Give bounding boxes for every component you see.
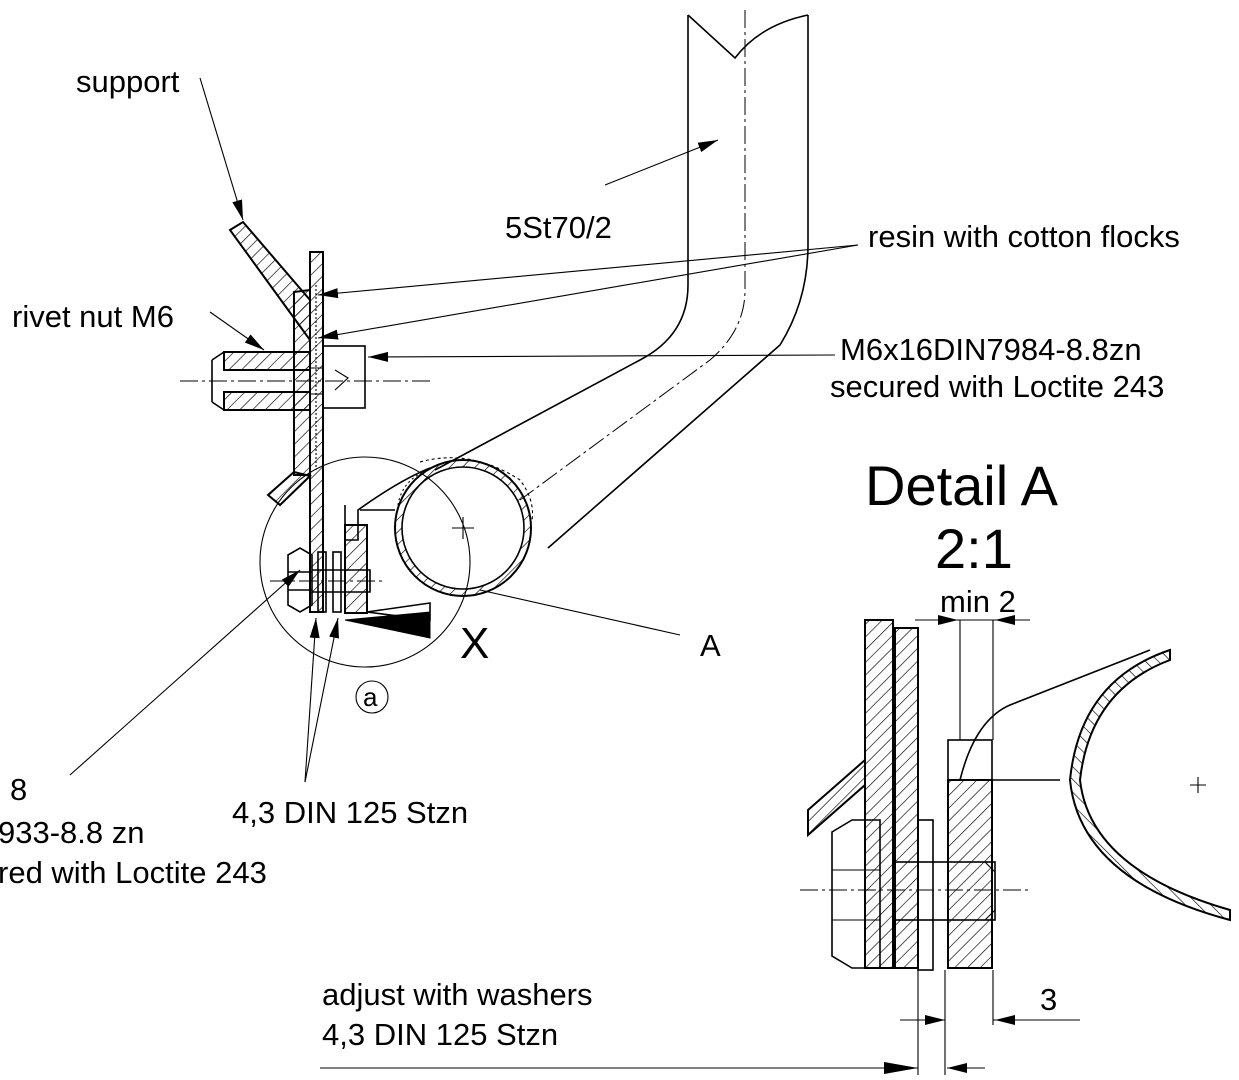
label-screw-line1: M6x16DIN7984-8.8zn <box>840 332 1142 367</box>
circle-marker: a <box>355 680 389 714</box>
label-adjust-line1: adjust with washers <box>322 977 593 1012</box>
section-arrow <box>344 611 431 639</box>
label-bolt-line2: 933-8.8 zn <box>0 815 145 850</box>
mounting-plate <box>309 251 324 613</box>
leaders <box>69 77 859 783</box>
label-material: 5St70/2 <box>505 210 612 245</box>
detail-a-view <box>320 615 1231 1075</box>
main-view <box>180 10 809 668</box>
screw-m6 <box>310 345 366 409</box>
label-washer: 4,3 DIN 125 Stzn <box>232 795 468 830</box>
tube-section <box>394 457 534 597</box>
rivet-nut <box>211 351 311 411</box>
label-screw-line2: secured with Loctite 243 <box>830 369 1164 404</box>
label-adjust-line2: 4,3 DIN 125 Stzn <box>322 1017 558 1052</box>
label-bolt-line1: 8 <box>10 772 27 807</box>
label-resin: resin with cotton flocks <box>868 219 1180 254</box>
detail-a-circle <box>259 456 471 668</box>
detail-scale: 2:1 <box>935 517 1013 580</box>
dim-3: 3 <box>1040 982 1057 1017</box>
label-support: support <box>76 64 180 99</box>
dim-min-2: min 2 <box>940 584 1016 619</box>
detail-ref-a: A <box>700 628 721 663</box>
detail-title: Detail A <box>865 454 1059 517</box>
label-bolt-line3: red with Loctite 243 <box>0 855 267 890</box>
section-label-x: X <box>460 619 489 668</box>
label-rivet-nut: rivet nut M6 <box>12 299 174 334</box>
lower-bolt <box>270 547 385 613</box>
circle-marker-label: a <box>363 682 378 712</box>
